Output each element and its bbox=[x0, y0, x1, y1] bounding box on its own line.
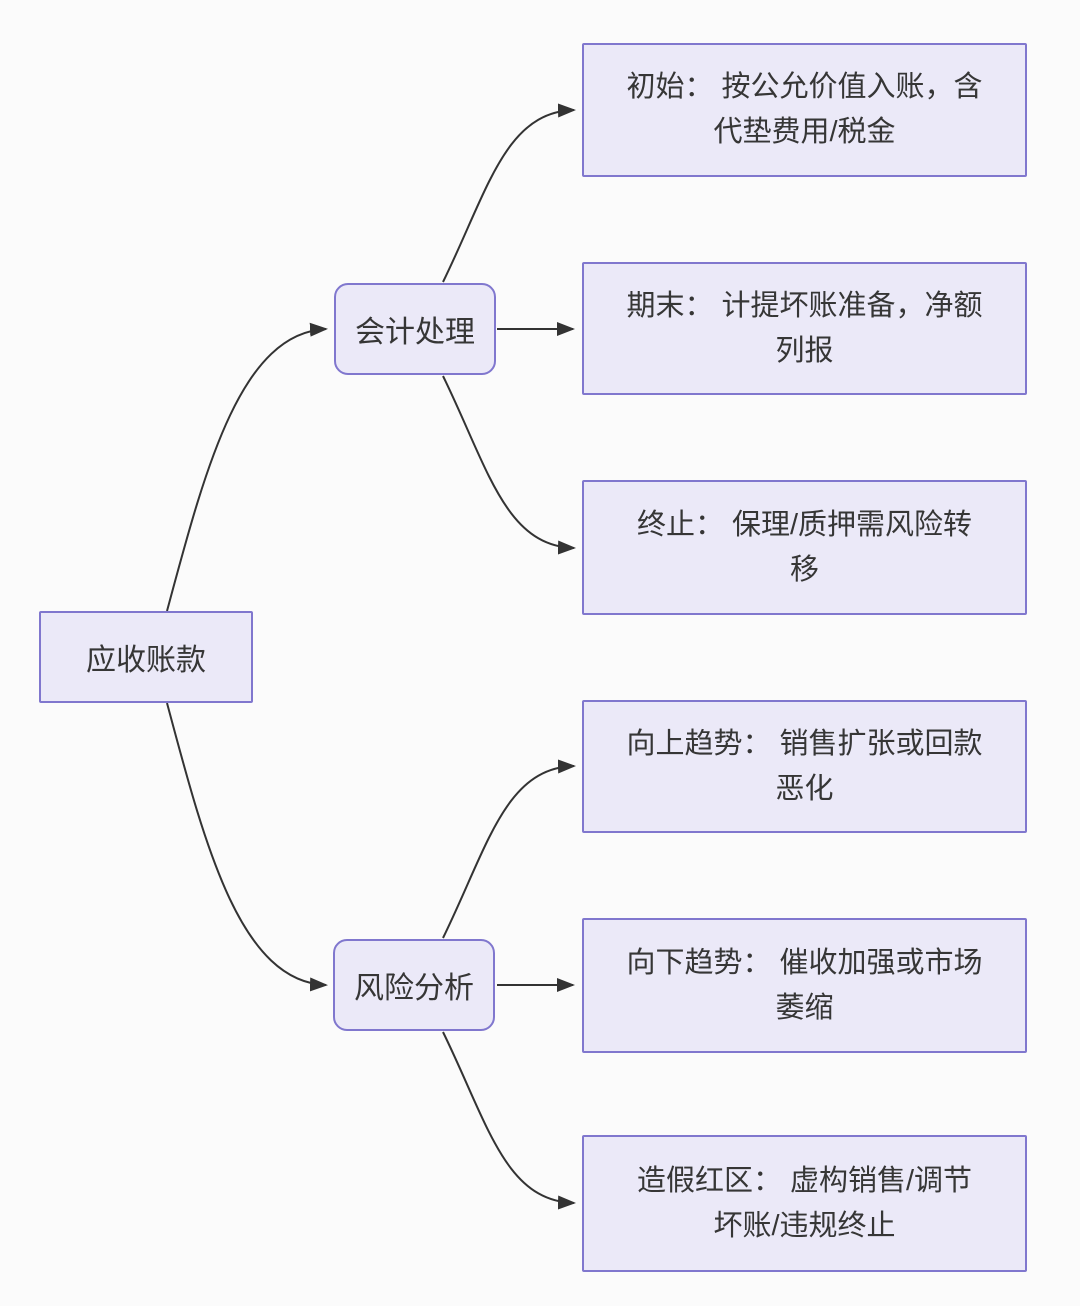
leaf-node-text: 期末： 计提坏账准备，净额 列报 bbox=[626, 289, 983, 367]
branch-node-risk-analysis: 风险分析 bbox=[333, 939, 495, 1031]
leaf-node-upward-trend: 向上趋势： 销售扩张或回款 恶化 bbox=[582, 700, 1027, 833]
branch-node-accounting-treatment: 会计处理 bbox=[334, 283, 496, 375]
edge-root-to-risk bbox=[166, 702, 328, 992]
branch-node-label: 风险分析 bbox=[354, 972, 474, 1005]
leaf-node-text: 初始： 按公允价值入账，含 代垫费用/税金 bbox=[626, 71, 983, 148]
edge-risk-to-fraud bbox=[442, 1031, 576, 1210]
leaf-node-fraud-red-zone: 造假红区： 虚构销售/调节 坏账/违规终止 bbox=[582, 1135, 1027, 1272]
leaf-node-text: 造假红区： 虚构销售/调节 坏账/违规终止 bbox=[636, 1164, 973, 1242]
leaf-node-period-end: 期末： 计提坏账准备，净额 列报 bbox=[582, 262, 1027, 395]
leaf-node-text: 终止： 保理/质押需风险转 移 bbox=[636, 508, 973, 586]
edge-root-to-accounting bbox=[166, 322, 328, 612]
edge-accounting-to-termination bbox=[442, 375, 576, 555]
leaf-node-text: 向下趋势： 催收加强或市场 萎缩 bbox=[626, 946, 983, 1024]
edge-accounting-to-initial bbox=[442, 103, 576, 283]
leaf-node-initial-recognition: 初始： 按公允价值入账，含 代垫费用/税金 bbox=[582, 43, 1027, 177]
leaf-node-termination: 终止： 保理/质押需风险转 移 bbox=[582, 480, 1027, 615]
root-node-accounts-receivable: 应收账款 bbox=[39, 611, 253, 703]
edge-risk-to-uptrend bbox=[442, 759, 576, 939]
branch-node-label: 会计处理 bbox=[355, 316, 475, 349]
root-node-label: 应收账款 bbox=[86, 644, 206, 677]
leaf-node-text: 向上趋势： 销售扩张或回款 恶化 bbox=[626, 727, 983, 805]
leaf-node-downward-trend: 向下趋势： 催收加强或市场 萎缩 bbox=[582, 918, 1027, 1053]
